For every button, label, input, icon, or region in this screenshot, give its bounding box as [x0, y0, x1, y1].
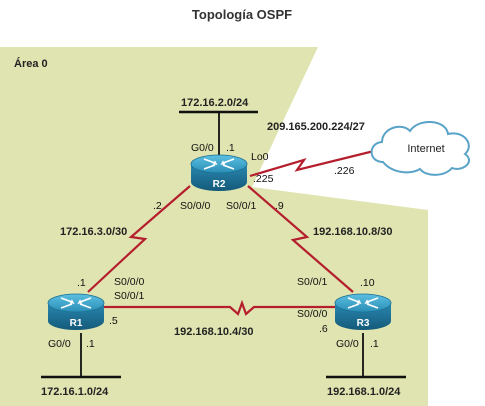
r2-s000-ip: .2: [153, 200, 162, 212]
router-label: R2: [213, 179, 226, 190]
r3-s000-ip: .6: [319, 323, 328, 335]
network-isp: 209.165.200.224/27: [267, 121, 365, 133]
area-0-region: [0, 47, 428, 406]
router-label: R3: [357, 318, 370, 329]
isp-ip: .226: [334, 165, 355, 177]
network-lan-r2: 172.16.2.0/24: [181, 97, 249, 109]
r2-g00-label: G0/0: [191, 142, 214, 154]
network-r1-r2: 172.16.3.0/30: [60, 226, 127, 238]
area-label: Área 0: [14, 57, 48, 70]
serial-links: [87, 149, 375, 316]
network-lan-r1: 172.16.1.0/24: [41, 386, 109, 398]
r2-s001-label: S0/0/1: [226, 200, 257, 212]
r3-g00-label: G0/0: [336, 338, 359, 350]
network-lan-r3: 192.168.1.0/24: [327, 386, 401, 398]
r2-g00-ip: .1: [226, 142, 235, 154]
ethernet-links: [41, 110, 406, 379]
r1-s000-label: S0/0/0: [114, 276, 145, 288]
serial-link-r1-r2: [87, 185, 191, 293]
cloud-label: Internet: [407, 143, 444, 155]
r3-s001-label: S0/0/1: [297, 276, 328, 288]
serial-link-r1-r3: [104, 299, 336, 316]
r3-s000-label: S0/0/0: [297, 308, 328, 320]
r2-s001-ip: .9: [275, 200, 284, 212]
internet-cloud: Internet: [370, 121, 470, 176]
diagram-title: Topología OSPF: [192, 7, 292, 22]
r1-s001-label: S0/0/1: [114, 290, 145, 302]
r2-lo0-label: Lo0: [251, 151, 269, 163]
router-r1[interactable]: R1: [47, 293, 105, 331]
r2-lo0-ip: .225: [253, 173, 274, 185]
router-r3[interactable]: R3: [334, 293, 392, 331]
r2-s000-label: S0/0/0: [180, 200, 211, 212]
serial-link-r2-internet: [249, 149, 375, 178]
network-r2-r3: 192.168.10.8/30: [313, 226, 393, 238]
network-r1-r3: 192.168.10.4/30: [174, 326, 254, 338]
r3-g00-ip: .1: [370, 338, 379, 350]
router-r2[interactable]: R2: [190, 154, 248, 192]
r3-s001-ip: .10: [360, 277, 375, 289]
r1-g00-label: G0/0: [48, 338, 71, 350]
r1-s001-ip: .5: [109, 315, 118, 327]
r1-g00-ip: .1: [86, 338, 95, 350]
cloud-icon: [370, 121, 470, 176]
router-label: R1: [70, 318, 83, 329]
serial-link-r2-r3: [247, 185, 354, 293]
r1-s000-ip: .1: [77, 277, 86, 289]
